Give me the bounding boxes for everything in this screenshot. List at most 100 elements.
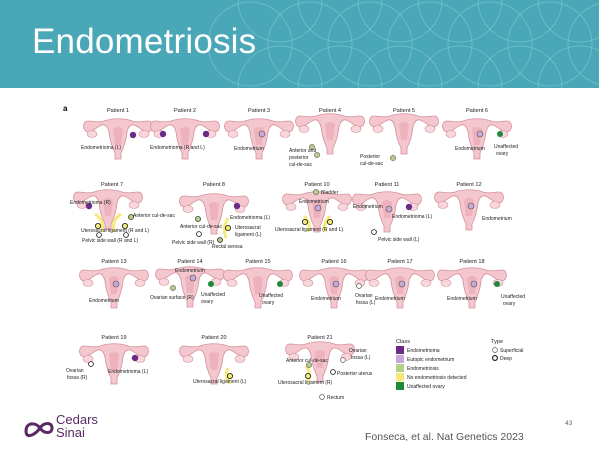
legend-superficial-icon xyxy=(493,348,498,353)
panel-letter: a xyxy=(63,104,68,113)
patient-panel: Patient 2 Endometrioma (R and L) xyxy=(150,108,220,159)
patient-panel: Patient 3 Endometrium xyxy=(225,108,294,159)
legend: Class Endometrioma Eutopic endometrium E… xyxy=(396,339,523,390)
site-label: fossa (R) xyxy=(67,375,88,381)
patient-panel: Patient 13 Endometrium xyxy=(80,259,149,308)
site-marker xyxy=(130,132,136,138)
site-label: Endometrioma (R) xyxy=(70,200,111,206)
legend-label: Superficial xyxy=(500,348,523,354)
patient-panel: Patient 14 Endometrium Ovarian surface (… xyxy=(150,259,225,307)
site-label: Endometrium xyxy=(353,204,383,210)
patient-caption: Patient 20 xyxy=(201,335,226,341)
site-label: fossa (L) xyxy=(351,355,371,361)
site-label: Ovarian surface (R) xyxy=(150,295,194,301)
site-label: Endometrioma (L) xyxy=(81,145,121,151)
site-marker xyxy=(113,281,119,287)
site-marker xyxy=(331,370,336,375)
legend-deep-icon xyxy=(493,356,498,361)
patient-caption: Patient 19 xyxy=(101,335,126,341)
legend-label: Unaffected ovary xyxy=(407,384,445,390)
site-marker xyxy=(190,275,196,281)
site-marker xyxy=(160,131,166,137)
site-marker xyxy=(327,219,332,224)
site-label: fossa (L) xyxy=(356,300,376,306)
site-label: Unaffected xyxy=(501,294,525,300)
site-label: Endometrium xyxy=(234,146,264,152)
site-marker xyxy=(333,281,339,287)
patient-panel: Patient 5 Posterior cul-de-sac xyxy=(360,108,439,167)
site-marker xyxy=(494,281,500,287)
patient-panel: Patient 6 Endometrium Unaffected ovary xyxy=(443,108,519,159)
patient-panel: Patient 17 Endometrium xyxy=(366,259,435,308)
patient-caption: Patient 11 xyxy=(375,182,400,188)
site-label: Endometrium xyxy=(89,298,119,304)
site-label: Endometrioma (L) xyxy=(230,215,270,221)
site-marker xyxy=(399,281,405,287)
site-label: Endometrium xyxy=(482,216,512,222)
patient-panel: Patient 12 Endometrium xyxy=(435,182,512,230)
site-label: Endometrioma (L) xyxy=(108,369,148,375)
legend-label: Deep xyxy=(500,356,512,362)
patient-caption: Patient 21 xyxy=(307,335,332,341)
site-label: ovary xyxy=(503,301,516,307)
site-label: Anterior cul-de-sac xyxy=(286,358,328,364)
patient-panel: Patient 1 Endometrioma (L) xyxy=(81,108,153,159)
site-marker xyxy=(89,362,94,367)
site-label: Posterior uterus xyxy=(337,371,373,377)
site-label: Unaffected xyxy=(494,144,518,150)
site-marker xyxy=(313,189,318,194)
site-label: Endometrium xyxy=(299,199,329,205)
patient-caption: Patient 16 xyxy=(321,259,346,265)
site-label: Endometrium xyxy=(375,296,405,302)
legend-type-title: Type xyxy=(491,339,503,345)
patient-panel: Patient 10 Bladder Endometrium Uterosacr… xyxy=(275,182,352,233)
patient-caption: Patient 5 xyxy=(393,108,415,114)
site-marker xyxy=(170,285,175,290)
patient-panel: Patient 8 Endometrioma (L) Anterior cul-… xyxy=(172,182,270,250)
legend-class-title: Class xyxy=(396,339,410,345)
site-label: Endometrioma (R and L) xyxy=(150,145,205,151)
site-label: Anterior cul-de-sac xyxy=(133,213,175,219)
patient-caption: Patient 7 xyxy=(101,182,123,188)
site-label: Pelvic side wall (R) xyxy=(172,240,215,246)
site-marker xyxy=(406,204,412,210)
site-marker xyxy=(195,216,200,221)
site-label: posterior xyxy=(289,155,309,161)
patient-caption: Patient 13 xyxy=(101,259,126,265)
site-label: ovary xyxy=(201,299,214,305)
legend-swatch-endometriosis xyxy=(396,364,404,372)
patient-panel: Patient 16 Endometrium Ovarian fossa (L) xyxy=(300,259,376,308)
patient-panel: Patient 7 Endometrioma (R) Anterior cul-… xyxy=(70,182,175,244)
patient-caption: Patient 15 xyxy=(245,259,270,265)
site-label: cul-de-sac xyxy=(289,162,313,168)
page-number: 43 xyxy=(565,420,572,427)
site-label: Endometrioma (L) xyxy=(392,214,432,220)
legend-label: Endometrioma xyxy=(407,348,440,354)
patient-caption: Patient 4 xyxy=(319,108,341,114)
site-label: Pelvic side wall (R and L) xyxy=(82,238,138,244)
legend-swatch-none xyxy=(396,373,404,381)
patient-caption: Patient 1 xyxy=(107,108,129,114)
site-label: Endometrium xyxy=(447,296,477,302)
site-marker xyxy=(225,225,230,230)
site-label: Anterior and xyxy=(289,148,316,154)
site-label: Uterosacral ligament (R and L) xyxy=(81,228,149,234)
patient-caption: Patient 14 xyxy=(177,259,202,265)
site-label: Uterosacral ligament (R) xyxy=(278,380,333,386)
site-marker xyxy=(234,203,240,209)
patient-panel: Patient 11 Endometrium Endometrioma (L) … xyxy=(353,182,433,243)
site-marker xyxy=(320,395,325,400)
site-label: cul-de-sac xyxy=(360,161,384,167)
site-marker xyxy=(477,131,483,137)
legend-label: Endometriosis xyxy=(407,366,439,372)
site-marker xyxy=(468,203,474,209)
site-marker xyxy=(302,219,307,224)
site-label: Ovarian xyxy=(349,348,367,354)
site-marker xyxy=(497,131,503,137)
endometriosis-figure: a Patient 1 Endometrioma (L) Patient 2 E… xyxy=(0,90,599,412)
site-label: ovary xyxy=(262,300,275,306)
patient-caption: Patient 3 xyxy=(248,108,270,114)
patient-caption: Patient 12 xyxy=(456,182,481,188)
site-label: ligament (L) xyxy=(235,232,262,238)
